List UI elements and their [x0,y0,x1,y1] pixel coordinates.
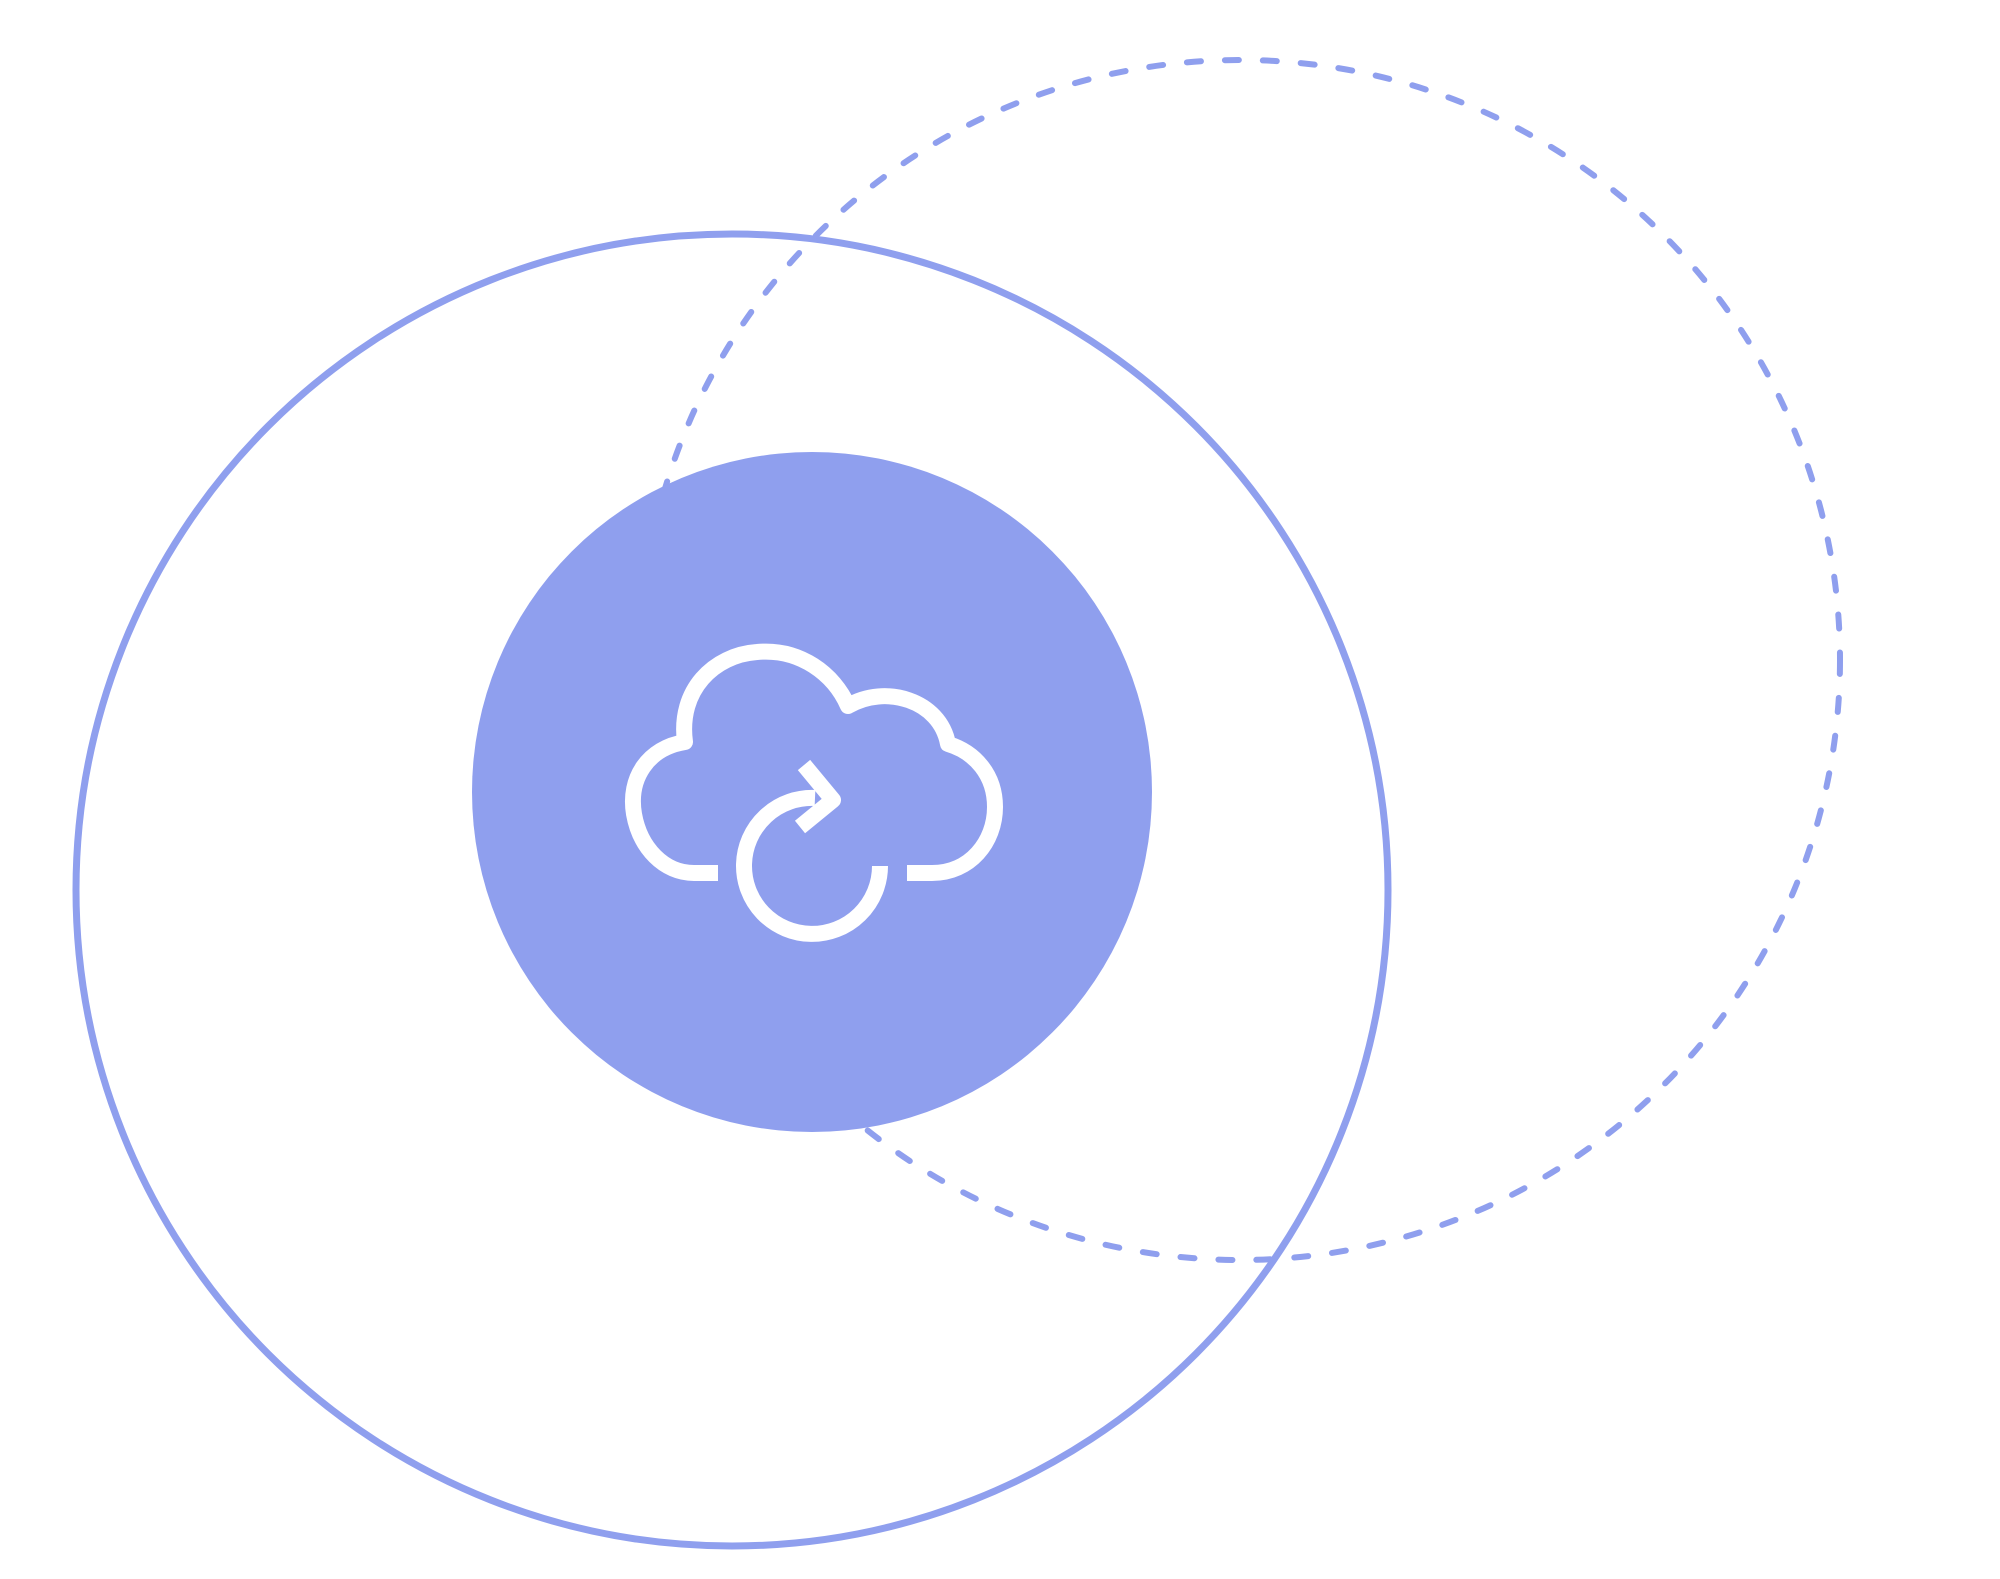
outer-ring [72,230,1392,1550]
sync-arrow-head [794,759,841,834]
cloud-outline [625,643,1003,881]
cloud-sync-icon [625,643,1003,942]
sync-arrow-arc [736,789,888,942]
dashed-orbit [637,57,1843,1263]
